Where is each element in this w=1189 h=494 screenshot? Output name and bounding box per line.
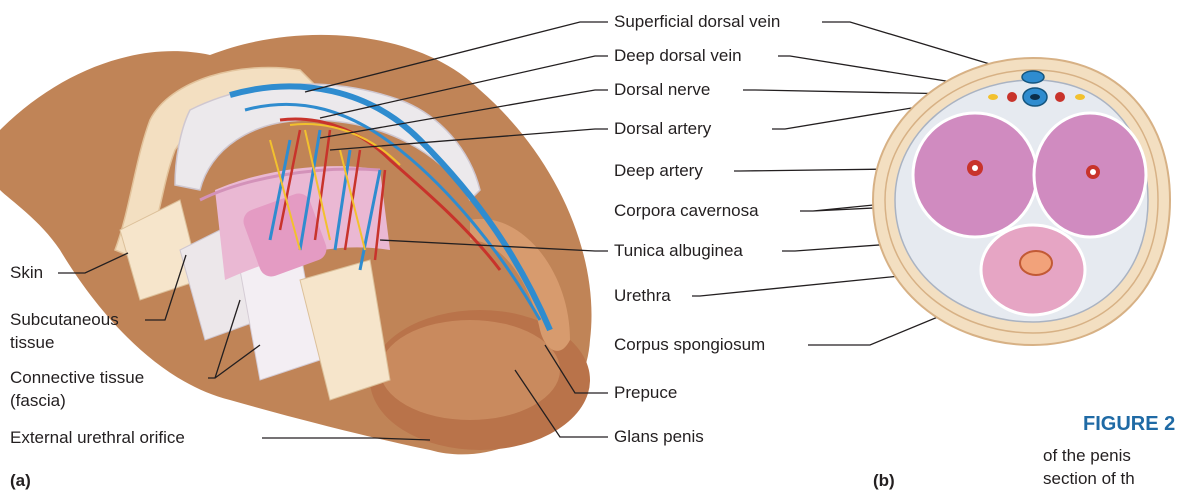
label-superficial-dorsal-vein: Superficial dorsal vein	[614, 12, 780, 32]
panel-letter-b: (b)	[873, 471, 895, 491]
figure-caption-line1: of the penis	[1043, 446, 1131, 466]
label-corpus-spongiosum: Corpus spongiosum	[614, 335, 765, 355]
cross-section-illustration	[873, 58, 1170, 345]
label-connective-line2: (fascia)	[10, 391, 66, 411]
label-deep-dorsal-vein: Deep dorsal vein	[614, 46, 742, 66]
dorsal-artery-left	[1007, 92, 1017, 102]
label-connective-line1: Connective tissue	[10, 368, 144, 388]
label-corpora-cavernosa: Corpora cavernosa	[614, 201, 759, 221]
panel-letter-a: (a)	[10, 471, 31, 491]
label-tunica-albuginea: Tunica albuginea	[614, 241, 743, 261]
figure-caption-title: FIGURE 2	[1083, 413, 1175, 436]
label-dorsal-artery: Dorsal artery	[614, 119, 711, 139]
label-urethra: Urethra	[614, 286, 671, 306]
label-subcutaneous-line2: tissue	[10, 333, 54, 353]
label-subcutaneous-line1: Subcutaneous	[10, 310, 119, 330]
label-prepuce: Prepuce	[614, 383, 677, 403]
label-dorsal-nerve: Dorsal nerve	[614, 80, 710, 100]
figure-caption-line2: section of th	[1043, 469, 1135, 489]
superficial-dorsal-vein	[1022, 71, 1044, 83]
label-skin: Skin	[10, 263, 43, 283]
longitudinal-illustration	[0, 35, 592, 455]
label-glans-penis: Glans penis	[614, 427, 704, 447]
label-external-urethral-orifice: External urethral orifice	[10, 428, 185, 448]
label-deep-artery: Deep artery	[614, 161, 703, 181]
urethra-lumen	[1020, 251, 1052, 275]
dorsal-artery-right	[1055, 92, 1065, 102]
dorsal-nerve-left	[988, 94, 998, 100]
dorsal-nerve-right	[1075, 94, 1085, 100]
